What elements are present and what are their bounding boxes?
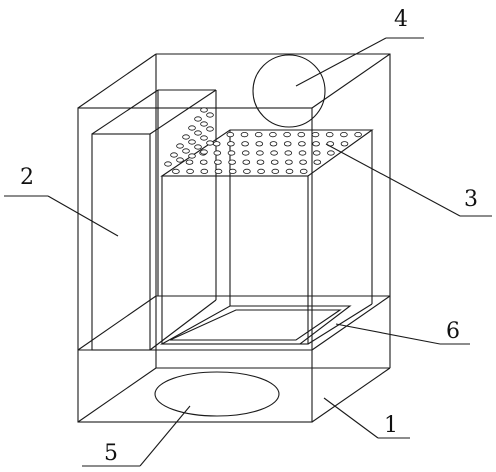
label-2: 2 xyxy=(20,165,34,190)
circular-element xyxy=(252,54,326,128)
perforation-hole xyxy=(340,132,348,138)
perforation-hole xyxy=(182,134,190,140)
perforation-hole xyxy=(194,130,202,136)
perforation-hole xyxy=(340,141,349,147)
perforation-hole xyxy=(299,168,308,174)
perforation-hole xyxy=(227,141,235,147)
perforations-box-top xyxy=(172,132,362,174)
label-6: 6 xyxy=(446,319,460,344)
label-1: 1 xyxy=(384,413,398,438)
perforation-hole xyxy=(214,168,223,174)
perforation-hole xyxy=(176,157,184,163)
perforation-hole xyxy=(311,132,320,138)
perforated-box xyxy=(160,129,374,345)
label-3: 3 xyxy=(464,187,478,212)
perforation-hole xyxy=(194,144,202,150)
housing-bottom-left-edge xyxy=(77,367,157,423)
perforation-hole xyxy=(226,132,235,138)
perforation-hole xyxy=(164,161,172,167)
leader-1 xyxy=(323,397,379,439)
perforation-hole xyxy=(194,116,202,122)
base-divider xyxy=(77,295,391,351)
perforation-hole xyxy=(285,159,293,165)
perforation-hole xyxy=(257,168,265,174)
perforation-hole xyxy=(354,132,362,138)
perforation-hole xyxy=(200,149,208,155)
perforation-hole xyxy=(241,141,249,147)
perforation-hole xyxy=(284,150,293,156)
housing-top-right-edge xyxy=(311,53,391,109)
tray xyxy=(159,305,352,345)
outer-housing xyxy=(77,53,391,423)
perforation-hole xyxy=(269,132,277,138)
perforation-hole xyxy=(313,159,322,165)
perforation-hole xyxy=(270,159,279,165)
bottom-opening xyxy=(154,371,280,417)
perforation-hole xyxy=(172,168,180,174)
tall-compartment xyxy=(91,89,217,351)
perforation-hole xyxy=(206,112,214,118)
perforation-hole xyxy=(214,159,222,165)
label-4: 4 xyxy=(394,7,408,32)
housing-front-face xyxy=(77,107,313,423)
leader-6 xyxy=(335,323,441,345)
perforation-hole xyxy=(312,141,320,147)
perforation-hole xyxy=(188,125,196,131)
perforation-hole xyxy=(242,159,251,165)
perforation-hole xyxy=(188,153,196,159)
perforation-hole xyxy=(241,150,250,156)
perforation-hole xyxy=(186,168,194,174)
housing-bottom-right-edge xyxy=(311,367,391,423)
perforation-hole xyxy=(325,132,334,138)
perforation-hole xyxy=(206,126,214,132)
perforation-hole xyxy=(206,140,214,146)
leader-4 xyxy=(295,37,387,87)
perforation-hole xyxy=(271,168,280,174)
leader-3 xyxy=(325,143,461,217)
perforation-hole xyxy=(213,150,222,156)
perforation-hole xyxy=(255,141,264,147)
perforation-hole xyxy=(327,150,335,156)
perforation-hole xyxy=(256,150,264,156)
perforations-compartment-top xyxy=(164,107,214,167)
perforation-hole xyxy=(185,159,194,165)
housing-top-left-edge xyxy=(77,53,157,109)
leader-2 xyxy=(47,195,119,237)
leader-5 xyxy=(139,405,191,467)
perforation-hole xyxy=(298,150,307,156)
perforation-hole xyxy=(299,159,307,165)
perforation-hole xyxy=(170,152,178,158)
perforation-hole xyxy=(283,132,291,138)
perforation-hole xyxy=(312,150,321,156)
perforation-hole xyxy=(243,168,251,174)
perforation-hole xyxy=(254,132,263,138)
perforation-hole xyxy=(269,141,278,147)
perforation-hole xyxy=(285,168,294,174)
perforation-hole xyxy=(200,121,208,127)
perforation-hole xyxy=(240,132,249,138)
label-5: 5 xyxy=(104,441,118,466)
perforation-hole xyxy=(200,107,208,113)
perforation-hole xyxy=(212,141,221,147)
perforation-hole xyxy=(188,139,196,145)
perforation-hole xyxy=(182,148,190,154)
perforation-hole xyxy=(200,168,209,174)
perforation-hole xyxy=(297,132,306,138)
perforation-hole xyxy=(298,141,306,147)
perforation-hole xyxy=(200,135,208,141)
perforation-hole xyxy=(228,168,237,174)
perforation-hole xyxy=(227,150,236,156)
perforation-hole xyxy=(256,159,265,165)
perforation-hole xyxy=(270,150,278,156)
perforation-hole xyxy=(199,159,208,165)
leader-lines xyxy=(4,37,492,467)
perforation-hole xyxy=(283,141,292,147)
perforation-hole xyxy=(228,159,236,165)
perforation-hole xyxy=(176,143,184,149)
